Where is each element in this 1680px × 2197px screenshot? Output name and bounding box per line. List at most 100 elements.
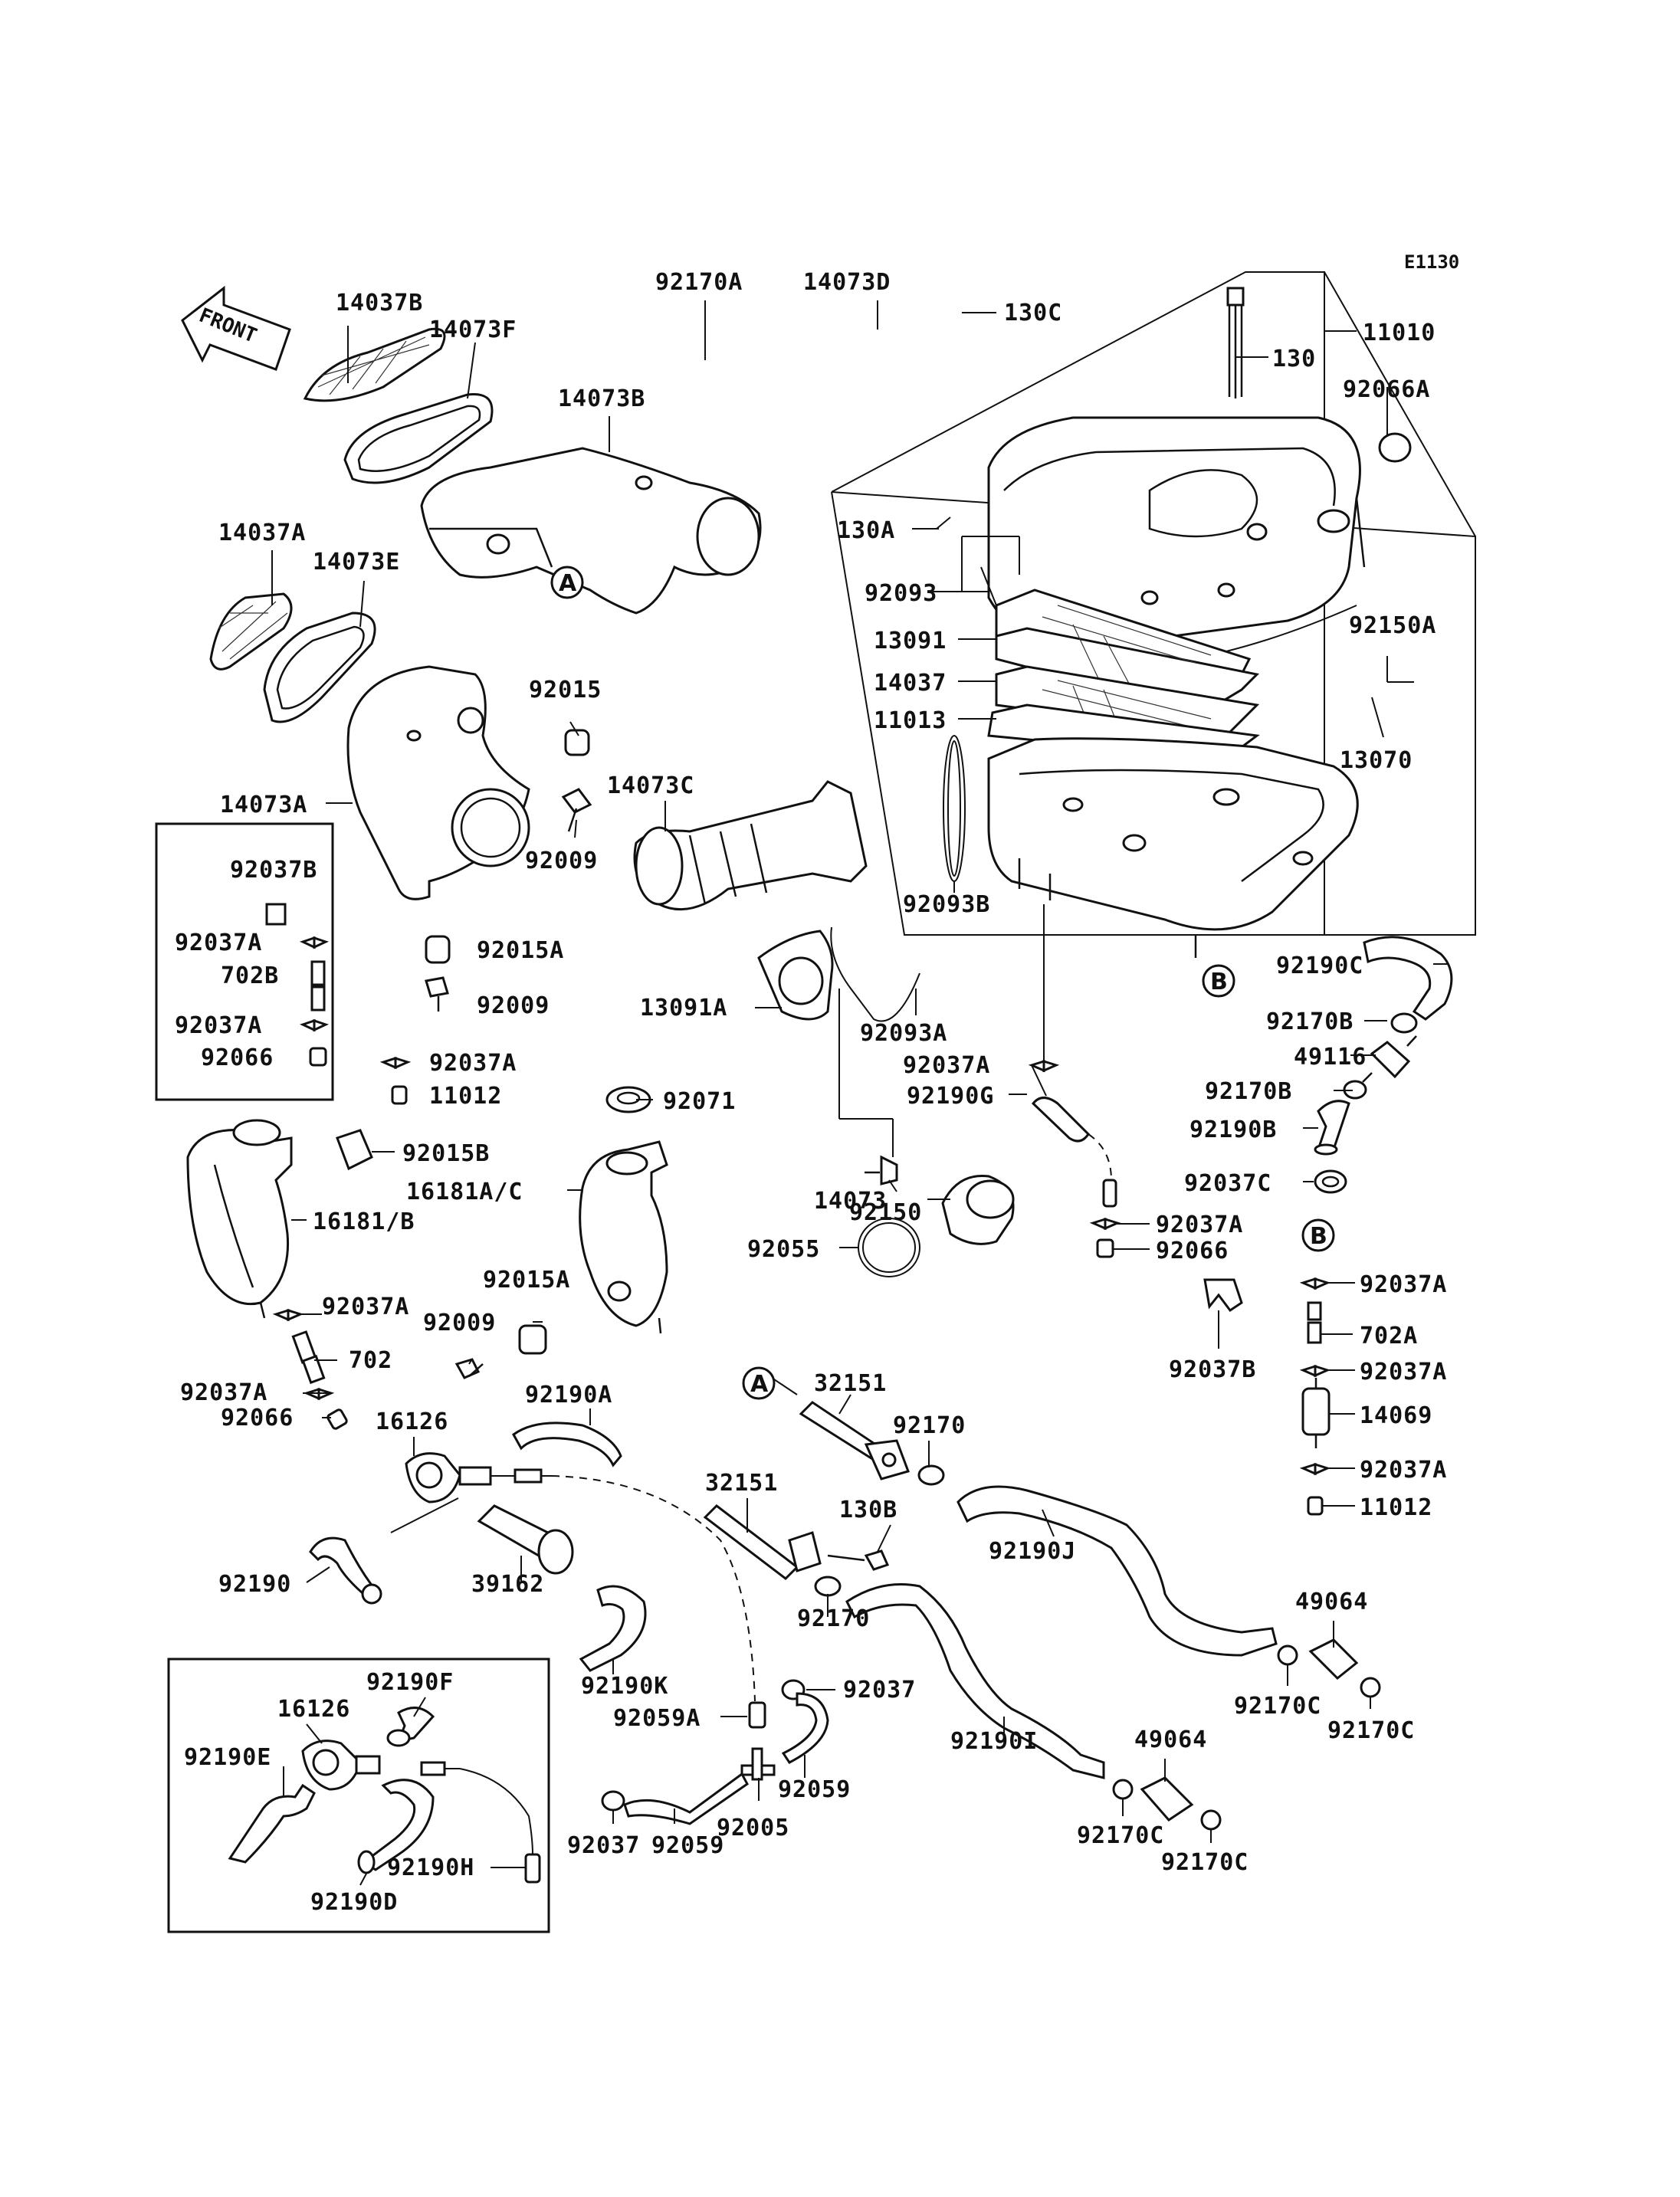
- label-92190j: 92190J: [989, 1538, 1076, 1565]
- clip-92037a-i-icon: [272, 1308, 304, 1322]
- label-92170b-bottom: 92170: [797, 1605, 870, 1632]
- bolt-130-icon: [1226, 287, 1245, 398]
- label-92037a-j: 92037A: [180, 1379, 267, 1406]
- hose-92190f-icon: [386, 1707, 435, 1747]
- holder-13091a-icon: [757, 930, 834, 1021]
- label-92170c-c: 92170C: [1077, 1822, 1164, 1849]
- label-92037: 92037: [843, 1677, 916, 1703]
- label-92190g: 92190G: [907, 1083, 994, 1110]
- hose-92190i-icon: [845, 1583, 1105, 1779]
- label-92015: 92015: [529, 677, 602, 703]
- grommet-92015a-b-icon: [518, 1324, 547, 1355]
- tube-92059a-icon: [748, 1701, 766, 1729]
- label-14037: 14037: [874, 670, 947, 697]
- leader-lines: [271, 300, 1449, 1886]
- tube-702b-icon: [310, 960, 326, 1012]
- part-labels: 14037B 14073F 92170A 14073D 130C 11010 1…: [175, 269, 1447, 1916]
- label-92015a-a: 92015A: [477, 937, 564, 964]
- bolt-130b-icon: [827, 1549, 890, 1571]
- mesh-14037a-icon: [209, 592, 293, 671]
- label-92093b: 92093B: [903, 891, 990, 918]
- clip-92037a-b2-icon: [299, 1018, 330, 1032]
- clip-92037a-f-icon: [1299, 1277, 1331, 1290]
- label-49064a: 49064: [1295, 1589, 1368, 1615]
- label-14073e: 14073E: [313, 549, 400, 575]
- hose-92190b-icon: [1314, 1100, 1350, 1156]
- inset-box-bottom-left: [167, 1658, 550, 1933]
- label-13070: 13070: [1340, 747, 1413, 774]
- clip-92037a-b1-icon: [299, 936, 330, 949]
- svg-text:B: B: [1310, 1223, 1327, 1250]
- label-92170b-b: 92170B: [1205, 1078, 1292, 1105]
- t-joint-92005-icon: [740, 1747, 776, 1781]
- label-92059a: 92059A: [613, 1705, 701, 1732]
- label-92190b: 92190B: [1189, 1117, 1277, 1143]
- inset-box-left: [155, 822, 334, 1101]
- label-92066-box: 92066: [201, 1044, 274, 1071]
- tank-16181ac-icon: [579, 1140, 668, 1334]
- label-13091: 13091: [874, 628, 947, 654]
- pipe-32151a-icon: [799, 1401, 910, 1481]
- bolt-92009c-icon: [454, 1358, 484, 1379]
- clamp-92037b2-icon: [601, 1790, 625, 1812]
- label-14073a: 14073A: [220, 792, 307, 818]
- clamp-92170c-c-icon: [1112, 1779, 1134, 1800]
- clamp-92170b-a-icon: [1390, 1012, 1418, 1034]
- clamp-92037b-icon: [265, 903, 287, 926]
- clamp-92170c-d-icon: [1200, 1809, 1222, 1831]
- svg-text:B: B: [1210, 969, 1228, 995]
- label-702b: 702B: [221, 962, 279, 989]
- clip-92037a-g-icon: [1299, 1364, 1331, 1378]
- o-ring-92055-icon: [858, 1218, 920, 1277]
- cap-92066b-icon: [1096, 1238, 1114, 1258]
- label-11013: 11013: [874, 707, 947, 734]
- label-92190e: 92190E: [184, 1744, 271, 1771]
- label-92009a: 92009: [525, 848, 598, 874]
- clamp-92037c-icon: [1314, 1169, 1347, 1194]
- label-13091a: 13091A: [640, 995, 727, 1021]
- clip-92037a-h-icon: [1299, 1462, 1331, 1476]
- label-11010: 11010: [1363, 320, 1436, 346]
- label-92190f: 92190F: [366, 1669, 454, 1696]
- filter-14069-icon: [1301, 1378, 1331, 1448]
- duct-14073b-icon: [420, 447, 762, 615]
- clamp-92015b-icon: [336, 1129, 373, 1171]
- label-14037b: 14037B: [336, 290, 423, 316]
- dash-line-a: [390, 1468, 756, 1702]
- svg-text:A: A: [750, 1371, 769, 1398]
- label-92190d: 92190D: [310, 1889, 398, 1916]
- label-92190i: 92190I: [950, 1728, 1038, 1755]
- label-92093a: 92093A: [860, 1020, 947, 1047]
- label-130c: 130C: [1004, 300, 1062, 326]
- air-box-lower: [987, 737, 1359, 958]
- label-92037a-g: 92037A: [1360, 1359, 1447, 1385]
- ref-marker-b-icon: B: [1202, 964, 1235, 998]
- label-92059-b: 92059: [651, 1832, 724, 1859]
- label-92150: 92150: [849, 1199, 922, 1226]
- bolt-92009b-icon: [425, 976, 449, 1012]
- tube-702-icon: [291, 1330, 326, 1385]
- label-92009c: 92009: [423, 1310, 496, 1336]
- label-92037a-e: 92037A: [1156, 1212, 1243, 1238]
- label-16181b: 16181/B: [313, 1208, 415, 1235]
- diagram-code: E1130: [1404, 251, 1459, 273]
- label-92037a-i: 92037A: [322, 1294, 409, 1320]
- hose-92190g-icon: [1031, 1097, 1117, 1208]
- hose-92190k-icon: [579, 1585, 647, 1672]
- label-14069: 14069: [1360, 1402, 1432, 1429]
- o-ring-92093b-icon: [943, 735, 966, 882]
- duct-14073a-icon: [346, 665, 530, 900]
- label-92190k: 92190K: [581, 1673, 668, 1700]
- hose-92190a-icon: [512, 1421, 622, 1467]
- clip-92037a-c-icon: [379, 1056, 412, 1070]
- label-92037a-h: 92037A: [1360, 1457, 1447, 1484]
- ref-marker-b2-icon: B: [1301, 1218, 1335, 1252]
- label-11012b: 11012: [1360, 1494, 1432, 1521]
- label-92055: 92055: [747, 1236, 820, 1263]
- label-92093: 92093: [865, 580, 937, 607]
- cap-92066c-icon: [326, 1408, 348, 1430]
- clip-92037a-e-icon: [1089, 1217, 1121, 1231]
- label-39162: 39162: [471, 1571, 544, 1598]
- pipe-32151b-icon: [703, 1504, 822, 1580]
